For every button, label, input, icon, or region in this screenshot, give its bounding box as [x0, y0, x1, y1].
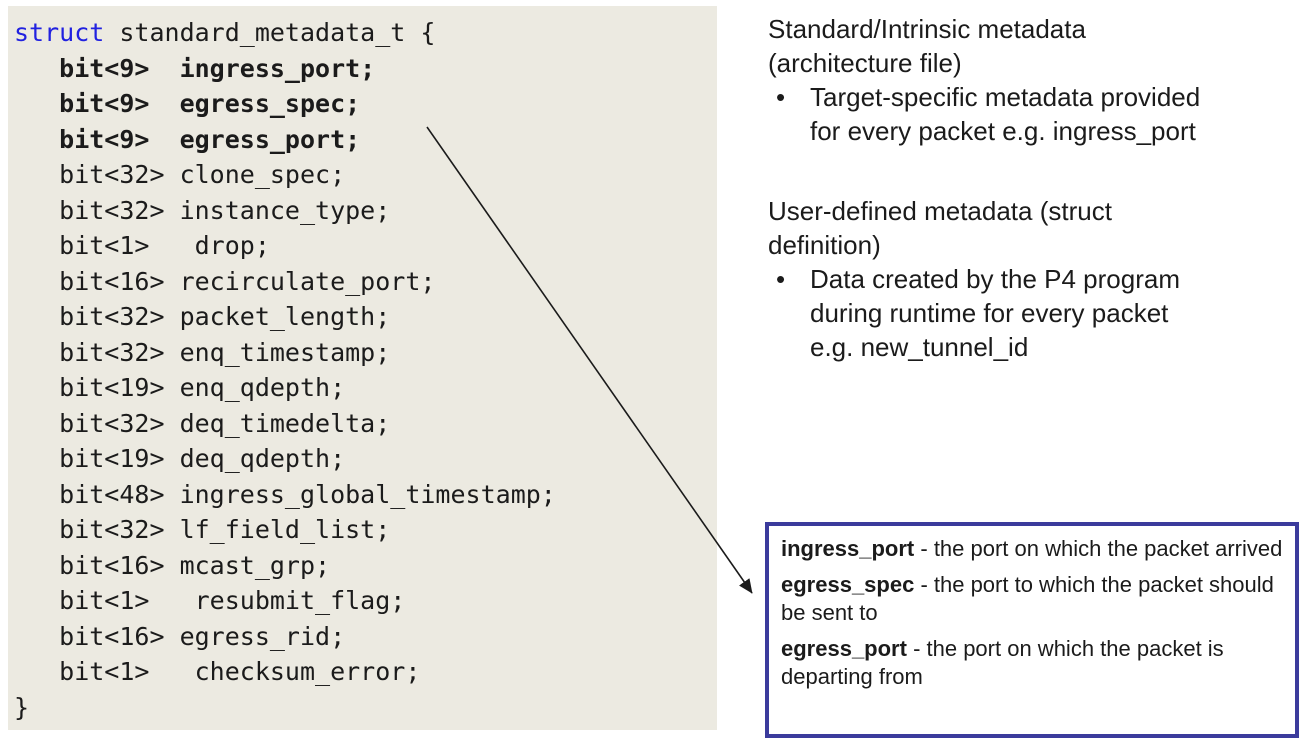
code-text: bit<32> lf_field_list; — [14, 515, 391, 544]
code-line: bit<16> recirculate_port; — [14, 264, 717, 300]
code-closing-line: } — [14, 692, 30, 722]
code-text: bit<32> instance_type; — [14, 195, 391, 225]
code-line: bit<1> checksum_error; — [14, 654, 717, 690]
code-block: struct standard_metadata_t { bit<9> ingr… — [8, 6, 717, 730]
code-line: bit<9> ingress_port; — [14, 51, 717, 87]
callout-entries: ingress_port - the port on which the pac… — [781, 535, 1283, 692]
code-text: bit<19> enq_qdepth; — [14, 373, 346, 402]
code-line: bit<32> clone_spec; — [14, 157, 717, 193]
callout-box: ingress_port - the port on which the pac… — [765, 522, 1299, 738]
code-line: bit<32> enq_timestamp; — [14, 335, 717, 371]
standard-metadata-title: Standard/Intrinsic metadata (architectur… — [768, 14, 1086, 78]
bullet-icon: • — [776, 264, 786, 294]
code-line: bit<48> ingress_global_timestamp; — [14, 477, 717, 513]
callout-entry: egress_port - the port on which the pack… — [781, 635, 1283, 692]
bullet-item: • Data created by the P4 program during … — [768, 262, 1216, 364]
code-line: bit<32> deq_timedelta; — [14, 406, 717, 442]
struct-keyword: struct — [14, 18, 105, 47]
code-text: bit<1> drop; — [14, 231, 270, 260]
bullet-item: • Target-specific metadata provided for … — [768, 80, 1216, 148]
user-metadata-title: User-defined metadata (struct definition… — [768, 196, 1112, 260]
notes-column: Standard/Intrinsic metadata (architectur… — [768, 12, 1216, 364]
code-line: bit<16> egress_rid; — [14, 619, 717, 655]
code-line: bit<1> resubmit_flag; — [14, 583, 717, 619]
code-line: bit<32> packet_length; — [14, 299, 717, 335]
code-line: bit<9> egress_port; — [14, 122, 717, 158]
callout-description: - the port on which the packet arrived — [914, 536, 1283, 561]
code-text: bit<32> clone_spec; — [14, 160, 346, 189]
code-text: bit<16> egress_rid; — [14, 621, 346, 651]
code-text: bit<32> enq_timestamp; — [14, 337, 391, 367]
code-text: bit<9> egress_spec; — [14, 89, 361, 118]
bullet-icon: • — [776, 82, 786, 112]
callout-description: - the port to which the packet should be… — [781, 571, 1274, 626]
standard-metadata-bullet-text: Target-specific metadata provided for ev… — [810, 82, 1201, 146]
code-line: bit<1> drop; — [14, 228, 717, 264]
code-line: bit<19> deq_qdepth; — [14, 441, 717, 477]
code-text: bit<19> deq_qdepth; — [14, 444, 346, 473]
code-line: bit<32> instance_type; — [14, 193, 717, 229]
code-text: bit<16> mcast_grp; — [14, 550, 331, 580]
callout-entry: ingress_port - the port on which the pac… — [781, 535, 1283, 564]
code-text: bit<32> packet_length; — [14, 302, 391, 331]
code-line: bit<16> mcast_grp; — [14, 548, 717, 584]
callout-term: ingress_port — [781, 536, 915, 561]
note-standard-metadata: Standard/Intrinsic metadata (architectur… — [768, 12, 1216, 148]
code-header-line: struct standard_metadata_t { — [14, 15, 717, 51]
code-fields: bit<9> ingress_port; bit<9> egress_spec;… — [14, 51, 717, 690]
code-line: bit<19> enq_qdepth; — [14, 370, 717, 406]
user-metadata-bullet-text: Data created by the P4 program during ru… — [810, 264, 1180, 362]
callout-term: egress_spec — [781, 571, 915, 597]
code-text: bit<32> deq_timedelta; — [14, 408, 391, 438]
code-text: bit<48> ingress_global_timestamp; — [14, 479, 556, 509]
note-user-metadata: User-defined metadata (struct definition… — [768, 194, 1216, 364]
struct-name: standard_metadata_t { — [104, 18, 436, 47]
code-line: bit<9> egress_spec; — [14, 86, 717, 122]
code-text: bit<16> recirculate_port; — [14, 266, 436, 296]
callout-term: egress_port — [781, 635, 907, 661]
callout-description: - the port on which the packet is depart… — [781, 635, 1224, 690]
code-text: bit<1> resubmit_flag; — [14, 586, 406, 615]
code-text: bit<1> checksum_error; — [14, 657, 421, 686]
code-text: bit<9> egress_port; — [14, 124, 361, 154]
code-line: bit<32> lf_field_list; — [14, 512, 717, 548]
code-text: bit<9> ingress_port; — [14, 53, 376, 83]
callout-entry: egress_spec - the port to which the pack… — [781, 571, 1283, 628]
